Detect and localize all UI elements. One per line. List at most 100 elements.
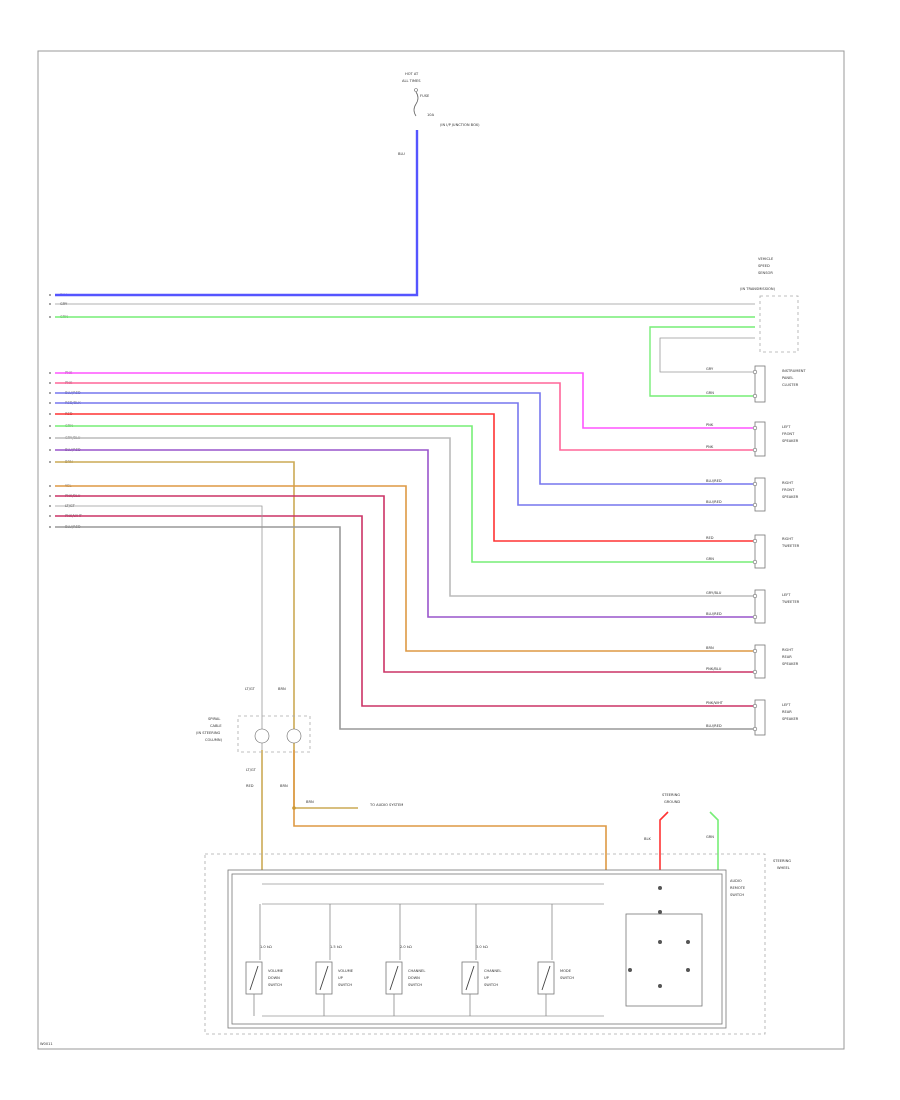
component-name: SPEAKER: [782, 439, 799, 443]
pink-lf-wire-1: [55, 372, 755, 429]
component-name: FRONT: [782, 488, 795, 492]
component-name: CLUSTER: [782, 383, 799, 387]
switch-name: MODE: [560, 969, 572, 973]
left-pin: [49, 485, 51, 487]
component-wire-label: BLU/RED: [706, 479, 722, 483]
component-name: RIGHT: [782, 537, 794, 541]
steering-bottom-label-2: RED: [246, 784, 254, 788]
ground-wire-label-2: GRN: [706, 835, 714, 839]
switch-name: SWITCH: [338, 983, 352, 987]
component-connector: [754, 699, 766, 736]
component-name: RIGHT: [782, 481, 794, 485]
component-wire-label: GRN: [706, 391, 714, 395]
green-ground-wire: [709, 811, 719, 870]
switch-contact: [319, 965, 329, 991]
switch-name: DOWN: [268, 976, 280, 980]
blue-feed-wire: [55, 130, 419, 297]
left-pin: [49, 437, 51, 439]
component-pin: [752, 393, 758, 399]
component-name: SPEAKER: [782, 662, 799, 666]
remote-label-2: REMOTE: [730, 886, 746, 890]
component-pin: [752, 481, 758, 487]
left-pin: [49, 316, 51, 318]
wires: [55, 130, 755, 870]
component-pin: [752, 447, 758, 453]
left-pin: [49, 382, 51, 384]
spiral-title-4: COLUMN): [205, 738, 223, 742]
module-dot-1: [658, 886, 662, 890]
switch-name: VOLUME: [268, 969, 284, 973]
module-dot-7: [686, 968, 690, 972]
steering-wheel-label-2: WHEEL: [777, 866, 790, 870]
switch-name: DOWN: [408, 976, 420, 980]
branch-wire-label: BRN: [306, 800, 314, 804]
left-pin: [49, 392, 51, 394]
gray-cluster-loop: [659, 337, 755, 373]
steering-ground-label-1: STEERING: [662, 793, 680, 797]
fuse-label-5: (IN I/P JUNCTION BOX): [440, 123, 480, 127]
steering-top-label-2: BRN: [278, 687, 286, 691]
component-wire-label: BLU/RED: [706, 500, 722, 504]
module-dot-3: [658, 940, 662, 944]
switch-name: SWITCH: [268, 983, 282, 987]
component-name: LEFT: [782, 593, 791, 597]
component-name: TWEETER: [781, 600, 800, 604]
ground-wire-label-1: BLK: [644, 837, 651, 841]
switch-name: SWITCH: [560, 976, 574, 980]
component-wire-label: GRY/BLU: [706, 591, 722, 595]
remote-label-3: SWITCH: [730, 893, 744, 897]
spiral-cable-box: [237, 715, 311, 753]
blue-rf-wire-1: [55, 392, 755, 485]
switch-name: UP: [484, 976, 490, 980]
component-name: RIGHT: [782, 648, 794, 652]
fuse-label-1: HOT AT: [405, 72, 419, 76]
brn-remote-wire: [293, 750, 607, 870]
component-wire-label: BLU/RED: [706, 724, 722, 728]
spiral-title-3: (IN STEERING: [196, 731, 221, 735]
left-pin: [49, 515, 51, 517]
pnkwht-lr-wire: [55, 515, 755, 707]
left-pin: [49, 425, 51, 427]
left-pin: [49, 372, 51, 374]
sensor-block: VEHICLE SPEED SENSOR (IN TRANSMISSION): [740, 257, 799, 353]
component-pin: [752, 369, 758, 375]
top-feed: HOT AT ALL TIMES FUSE 10A (IN I/P JUNCTI…: [398, 72, 480, 156]
steering-bottom-label-1: LT/GT: [246, 768, 257, 772]
switch-resistance: 2.0 kΩ: [400, 945, 412, 949]
sensor-title-4: (IN TRANSMISSION): [740, 287, 776, 291]
blue-rf-wire-2: [55, 402, 755, 506]
left-pin: [49, 505, 51, 507]
pink-lf-wire-2: [55, 382, 755, 451]
steering-switch-box: STEERING WHEEL AUDIO REMOTE SWITCH STEER…: [204, 793, 791, 1035]
left-pin: [49, 495, 51, 497]
pnkblu-rr-wire: [55, 495, 755, 673]
module-dot-6: [658, 984, 662, 988]
component-connector: [754, 365, 766, 403]
switch-contact: [465, 965, 475, 991]
brn-branch-wire: [55, 461, 358, 809]
fuse-terminal-top: [414, 88, 418, 92]
component-pin: [752, 593, 758, 599]
yel-rr-wire: [55, 485, 755, 652]
component-connector: [754, 644, 766, 679]
spiral-pin-1: [254, 728, 270, 744]
component-name: LEFT: [782, 425, 791, 429]
switch-resistance: 1.5 kΩ: [330, 945, 342, 949]
gray-ltweeter-wire: [55, 437, 755, 597]
component-name: REAR: [782, 710, 792, 714]
red-ground-wire: [659, 811, 669, 870]
component-wire-label: PNK/WHT: [706, 701, 724, 705]
left-pin: [49, 303, 51, 305]
left-pin: [49, 461, 51, 463]
component-wire-label: RED: [706, 536, 714, 540]
spiral-pin-2: [286, 728, 302, 744]
remote-label-1: AUDIO: [730, 879, 742, 883]
right-components: INSTRUMENTPANELCLUSTERGRYGRNLEFTFRONTSPE…: [706, 365, 806, 736]
audio-remote-switch-inner: [231, 873, 723, 1025]
component-connector: [754, 589, 766, 624]
component-name: INSTRUMENT: [782, 369, 806, 373]
left-wire-labels: BLUGRYGRNPNKPNKBLU/REDRED/BLKREDGRNGRY/B…: [49, 293, 83, 529]
component-pin: [752, 502, 758, 508]
component-wire-label: PNK: [706, 445, 714, 449]
